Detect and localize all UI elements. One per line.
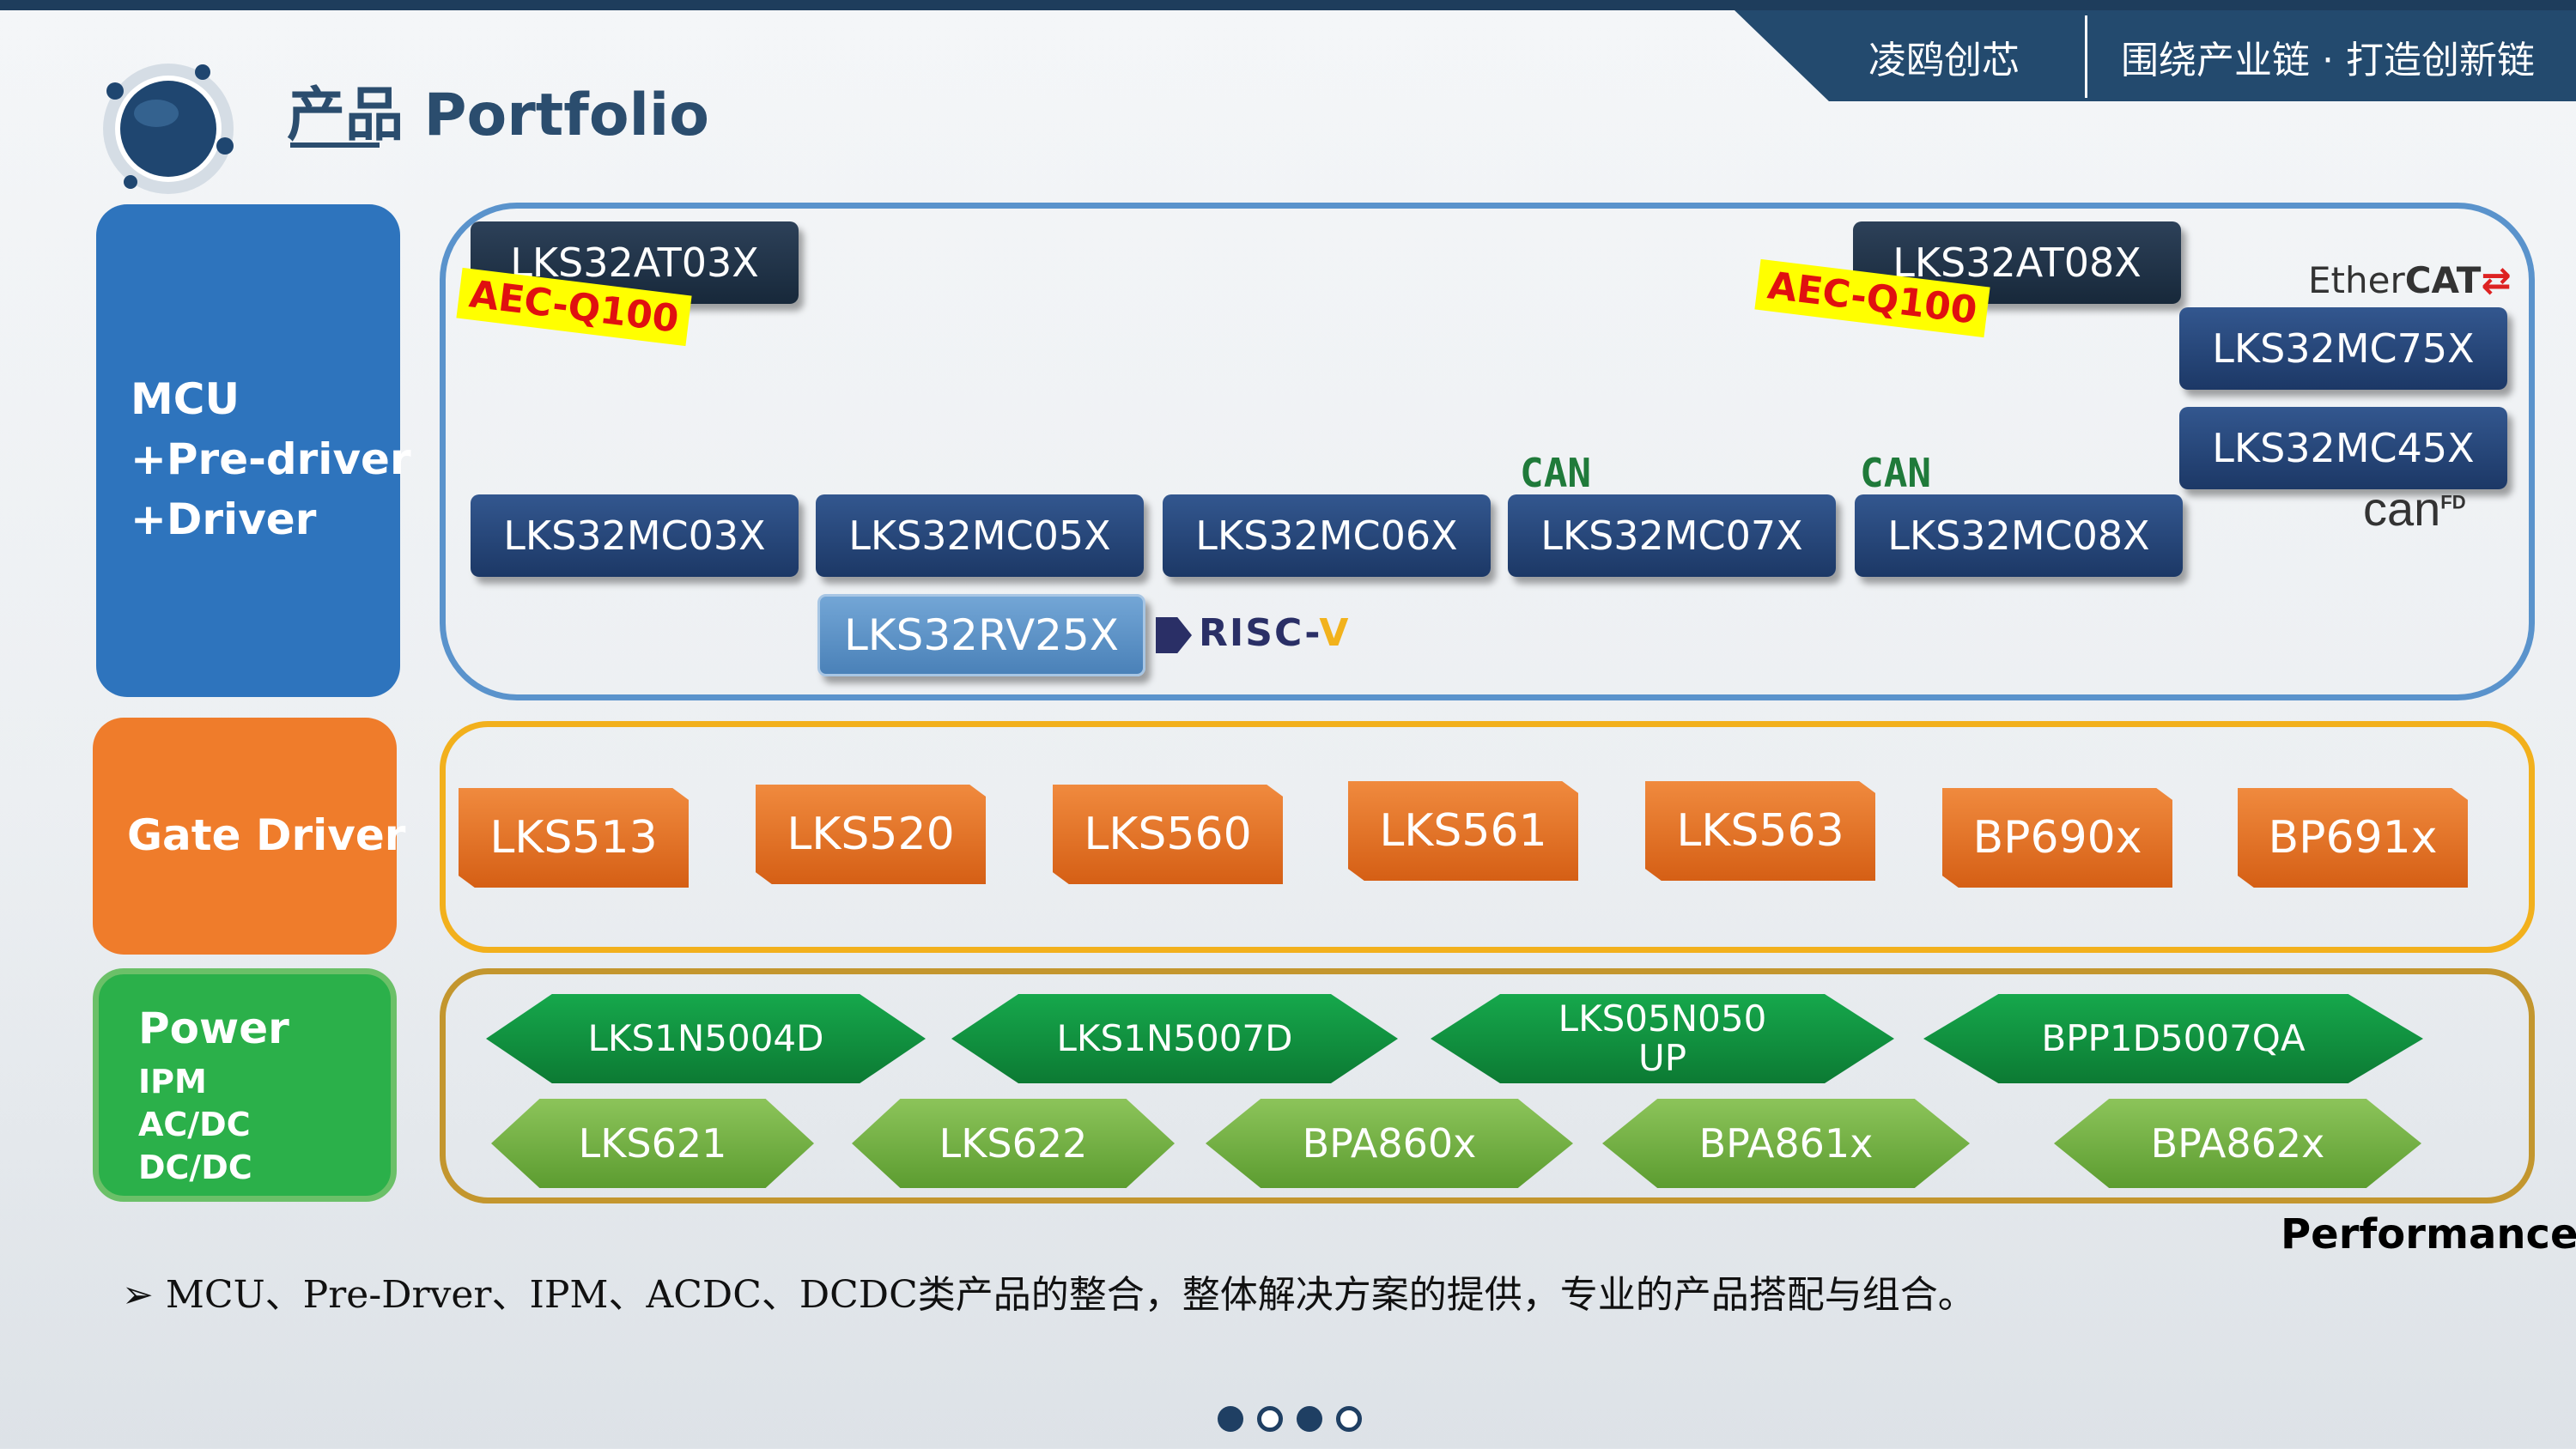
power-lks05n050up[interactable]: LKS05N050UP [1431,994,1894,1083]
power-bpp1d5007qa[interactable]: BPP1D5007QA [1923,994,2423,1083]
page-title: 产品 Portfolio [287,82,709,149]
category-power: Power IPM AC/DC DC/DC [93,968,397,1202]
page-dot-1[interactable] [1218,1406,1243,1432]
gate-driver-lks561[interactable]: LKS561 [1348,781,1578,881]
power-sub-acdc: AC/DC [138,1106,251,1143]
ethercat-text-bold: CAT [2404,259,2482,301]
header-divider [2085,15,2087,98]
mcu-label-line3: +Driver [131,494,317,544]
power-lks1n5004d[interactable]: LKS1N5004D [486,994,926,1083]
risc-v-text-v: V [1319,611,1351,655]
chip-lks32mc06x[interactable]: LKS32MC06X [1163,494,1491,577]
chip-lks32mc75x[interactable]: LKS32MC75X [2179,307,2507,390]
mcu-panel [440,203,2535,700]
power-lks621[interactable]: LKS621 [491,1099,814,1188]
chip-lks32mc08x[interactable]: LKS32MC08X [1855,494,2183,577]
power-lks622[interactable]: LKS622 [852,1099,1175,1188]
ethercat-arrow-icon: ⇄ [2481,259,2512,301]
mcu-label-line1: MCU [131,374,240,424]
risc-v-mark-icon [1156,617,1192,653]
category-gate-driver: Gate Driver [93,718,405,955]
chip-lks32rv25x[interactable]: LKS32RV25X [817,594,1145,676]
risc-v-text: RISC- [1199,611,1320,655]
mcu-label-line2: +Pre-driver [131,434,411,484]
page-dot-2[interactable] [1257,1406,1283,1432]
category-mcu: MCU +Pre-driver +Driver [96,204,411,697]
title-underline [290,142,380,148]
chip-lks32mc03x[interactable]: LKS32MC03X [471,494,799,577]
power-bpa860x[interactable]: BPA860x [1206,1099,1573,1188]
gate-driver-lks520[interactable]: LKS520 [756,785,986,884]
chip-lks32at08x[interactable]: LKS32AT08X [1853,221,2181,304]
can-fd-logo: canFD [2363,481,2466,537]
gate-driver-lks563[interactable]: LKS563 [1645,781,1875,881]
header-band [1735,10,2576,101]
power-bpa861x[interactable]: BPA861x [1602,1099,1970,1188]
gate-driver-lks513[interactable]: LKS513 [459,788,689,888]
page-dot-4[interactable] [1336,1406,1362,1432]
gate-driver-bp690x[interactable]: BP690x [1942,788,2172,888]
gate-driver-lks560[interactable]: LKS560 [1053,785,1283,884]
can-logo: CAN [1520,450,1592,496]
summary-bullet: ➢ MCU、Pre-Drver、IPM、ACDC、DCDC类产品的整合，整体解决… [122,1273,1976,1317]
performance-label: Performance [2281,1210,2576,1258]
can-logo: CAN [1860,450,1932,496]
can-fd-sup: FD [2440,491,2466,513]
power-panel [440,968,2535,1203]
gate-driver-panel [440,721,2535,953]
power-sub-ipm: IPM [138,1063,207,1100]
gate-driver-label: Gate Driver [127,810,406,860]
power-label: Power [138,1003,289,1053]
power-sub-dcdc: DC/DC [138,1149,252,1186]
chip-lks32mc05x[interactable]: LKS32MC05X [816,494,1144,577]
ethercat-logo: EtherCAT⇄ [2308,259,2512,301]
power-lks1n5007d[interactable]: LKS1N5007D [951,994,1398,1083]
power-bpa862x[interactable]: BPA862x [2054,1099,2421,1188]
ethercat-text: Ether [2308,259,2405,301]
gate-driver-bp691x[interactable]: BP691x [2238,788,2468,888]
logo-orb-icon [103,64,234,194]
can-fd-text: can [2363,482,2441,536]
page-dot-3[interactable] [1297,1406,1322,1432]
company-slogan: 围绕产业链 · 打造创新链 [2121,39,2535,82]
company-name: 凌鸥创芯 [1868,39,2020,82]
top-bar [0,0,2576,10]
chip-lks32mc07x[interactable]: LKS32MC07X [1508,494,1836,577]
chip-lks32mc45x[interactable]: LKS32MC45X [2179,407,2507,489]
risc-v-logo: RISC-V [1156,611,1350,655]
